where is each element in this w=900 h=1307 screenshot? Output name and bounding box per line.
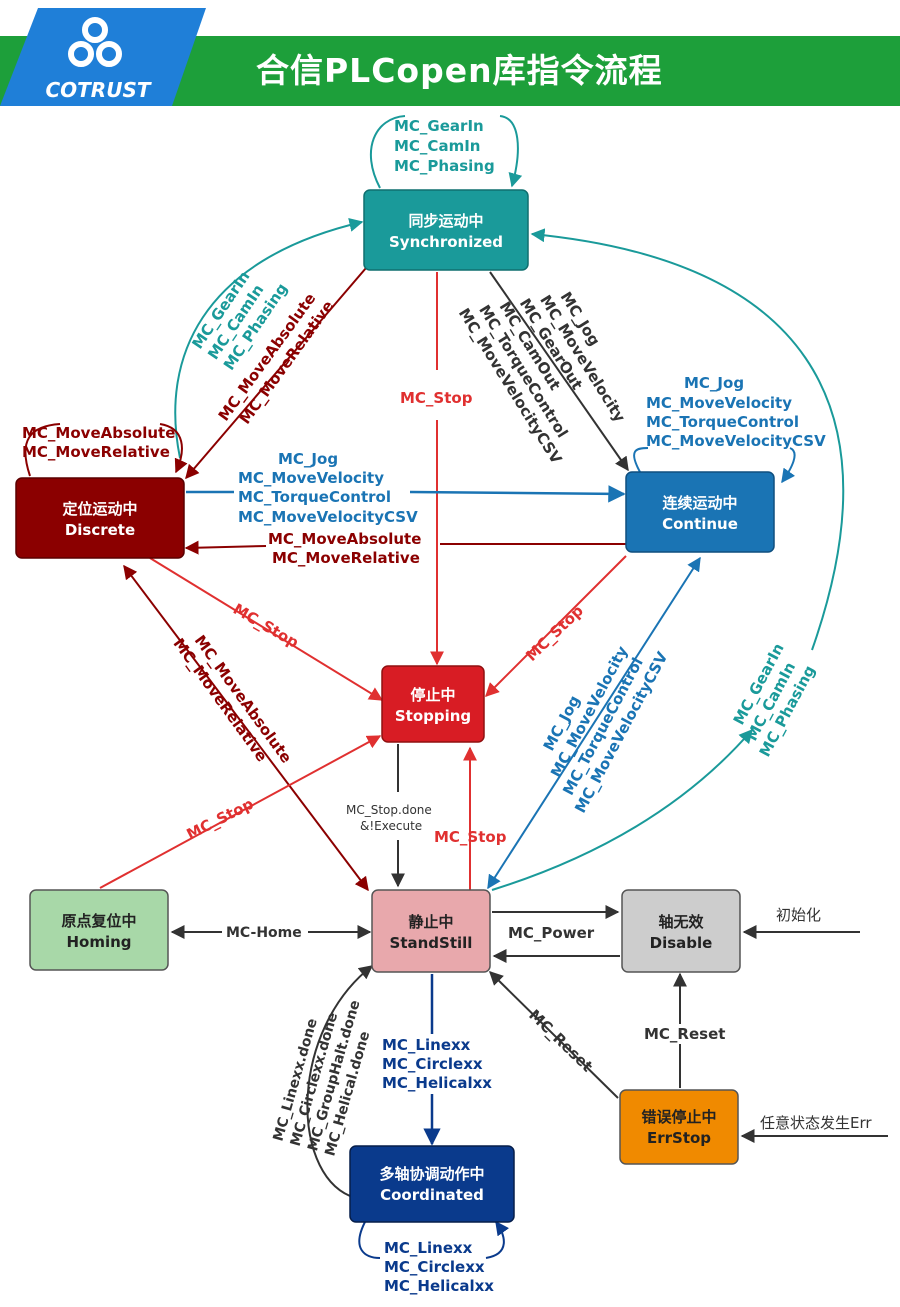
label-text: MC_Helicalxx xyxy=(382,1074,492,1092)
page-title: 合信PLCopen库指令流程 xyxy=(256,51,663,90)
arrow-sync-self xyxy=(370,115,518,188)
label-discrete-stop: MC_Stop xyxy=(230,600,302,652)
label-any-err: 任意状态发生Err xyxy=(760,1114,872,1132)
arrow-homing-stop xyxy=(99,735,382,889)
label-text: MC_TorqueControl xyxy=(238,488,391,506)
state-synchronized-en: Synchronized xyxy=(389,233,503,251)
label-continue-stop: MC_Stop xyxy=(522,601,587,664)
label-coordinated-self: MC_Linexx MC_Circlexx MC_Helicalxx xyxy=(384,1239,494,1295)
state-discrete-en: Discrete xyxy=(65,521,135,539)
arrow-discrete-to-continue xyxy=(186,492,624,494)
label-text: MC_Helicalxx xyxy=(384,1277,494,1295)
state-synchronized: 同步运动中 Synchronized xyxy=(363,189,529,271)
label-text: MC_MoveVelocity xyxy=(238,469,384,487)
header-banner: COTRUST 合信PLCopen库指令流程 xyxy=(0,0,900,110)
label-mc-power: MC_Power xyxy=(508,924,595,942)
arrow-continue-to-discrete xyxy=(186,544,626,548)
logo-text: COTRUST xyxy=(45,78,151,102)
state-continue-cn: 连续运动中 xyxy=(662,494,737,512)
state-standstill-cn: 静止中 xyxy=(408,913,453,931)
state-continue-en: Continue xyxy=(662,515,738,533)
label-text: MC_MoveAbsolute xyxy=(22,424,175,442)
arrow-discrete-self xyxy=(24,423,182,476)
state-coordinated-en: Coordinated xyxy=(380,1186,484,1204)
arrow-coordinated-self xyxy=(358,1220,504,1259)
label-mc-home: MC-Home xyxy=(226,925,302,941)
label-text: MC_Circlexx xyxy=(384,1258,485,1276)
label-discrete-self: MC_MoveAbsolute MC_MoveRelative xyxy=(22,424,175,461)
label-continue-to-discrete: MC_MoveAbsolute MC_MoveRelative xyxy=(268,530,421,567)
arrow-sync-to-discrete xyxy=(185,267,367,480)
state-homing: 原点复位中 Homing xyxy=(29,889,169,971)
chain-link-icon xyxy=(68,17,122,67)
label-bg xyxy=(640,1024,720,1044)
label-stop-done: MC_Stop.done &!Execute xyxy=(346,803,432,833)
label-text: MC_Stop.done xyxy=(346,803,432,817)
cotrust-logo: COTRUST xyxy=(0,8,206,106)
state-stopping-en: Stopping xyxy=(395,707,471,725)
label-text: MC_MoveVelocityCSV xyxy=(646,432,826,450)
label-sync-stop: MC_Stop xyxy=(400,389,473,407)
label-text: MC_Jog xyxy=(278,450,338,468)
state-standstill: 静止中 StandStill xyxy=(371,889,491,973)
label-discrete-to-continue: MC_Jog MC_MoveVelocity MC_TorqueControl … xyxy=(238,450,418,526)
label-text: MC_TorqueControl xyxy=(646,413,799,431)
label-text: MC_Circlexx xyxy=(382,1055,483,1073)
label-text: MC_Phasing xyxy=(394,157,495,175)
state-errstop: 错误停止中 ErrStop xyxy=(619,1089,739,1165)
label-standstill-to-discrete: MC_MoveAbsolute MC_MoveRelative xyxy=(170,632,296,767)
state-discrete: 定位运动中 Discrete xyxy=(15,477,185,559)
arrow-standstill-to-sync xyxy=(491,728,753,891)
label-mc-reset-up: MC_Reset xyxy=(644,1025,725,1043)
state-standstill-en: StandStill xyxy=(390,934,473,952)
arrow-sync-return-curve xyxy=(530,228,845,651)
label-continue-self: MC_Jog MC_MoveVelocity MC_TorqueControl … xyxy=(646,374,826,450)
label-text: &!Execute xyxy=(360,819,422,833)
state-discrete-cn: 定位运动中 xyxy=(62,500,137,518)
label-text: MC_Jog xyxy=(684,374,744,392)
arrow-reset-left xyxy=(489,971,619,1099)
arrow-continue-self xyxy=(633,447,795,482)
state-coordinated-cn: 多轴协调动作中 xyxy=(379,1165,484,1183)
arrow-standstill-discrete xyxy=(123,564,369,892)
state-homing-cn: 原点复位中 xyxy=(61,912,136,930)
label-text: MC_Linexx xyxy=(382,1036,471,1054)
label-standstill-to-sync: MC_GearIn MC_CamIn MC_Phasing xyxy=(730,640,819,760)
label-text: MC_MoveRelative xyxy=(272,549,420,567)
label-coordinated-done: MC_Linexx.done MC_Circlexx.done MC_Group… xyxy=(270,998,373,1158)
state-errstop-en: ErrStop xyxy=(647,1129,711,1147)
label-mc-reset-left: MC_Reset xyxy=(525,1006,596,1076)
state-continue: 连续运动中 Continue xyxy=(625,471,775,553)
state-coordinated: 多轴协调动作中 Coordinated xyxy=(349,1145,515,1223)
label-init: 初始化 xyxy=(776,906,821,924)
state-stopping: 停止中 Stopping xyxy=(381,665,485,743)
label-homing-stop: MC_Stop xyxy=(184,795,257,844)
label-bg xyxy=(222,922,308,942)
label-text: MC_Linexx xyxy=(384,1239,473,1257)
state-disable-en: Disable xyxy=(650,934,713,952)
state-disable: 轴无效 Disable xyxy=(621,889,741,973)
state-homing-en: Homing xyxy=(66,933,131,951)
arrow-discrete-to-sync xyxy=(174,218,364,459)
arrow-coordinated-done xyxy=(306,965,374,1197)
label-standstill-stop: MC_Stop xyxy=(434,828,507,846)
label-to-coordinated: MC_Linexx MC_Circlexx MC_Helicalxx xyxy=(382,1036,492,1092)
label-text: MC_MoveRelative xyxy=(22,443,170,461)
arrow-sync-to-continue xyxy=(489,271,629,472)
label-text: MC_CamIn xyxy=(394,137,480,155)
arrow-standstill-continue xyxy=(487,556,701,890)
label-sync-self: MC_GearIn MC_CamIn MC_Phasing xyxy=(394,117,495,175)
label-sync-to-continue: MC_Jog MC_MoveVelocity MC_GearOut MC_Cam… xyxy=(455,289,629,468)
state-synchronized-cn: 同步运动中 xyxy=(408,212,483,230)
label-text: MC_MoveVelocity xyxy=(646,394,792,412)
state-disable-cn: 轴无效 xyxy=(658,913,704,931)
label-text: MC_GearIn xyxy=(394,117,484,135)
label-text: MC_MoveAbsolute xyxy=(268,530,421,548)
state-errstop-cn: 错误停止中 xyxy=(641,1108,716,1126)
label-text: MC_MoveVelocityCSV xyxy=(238,508,418,526)
state-stopping-cn: 停止中 xyxy=(410,686,455,704)
